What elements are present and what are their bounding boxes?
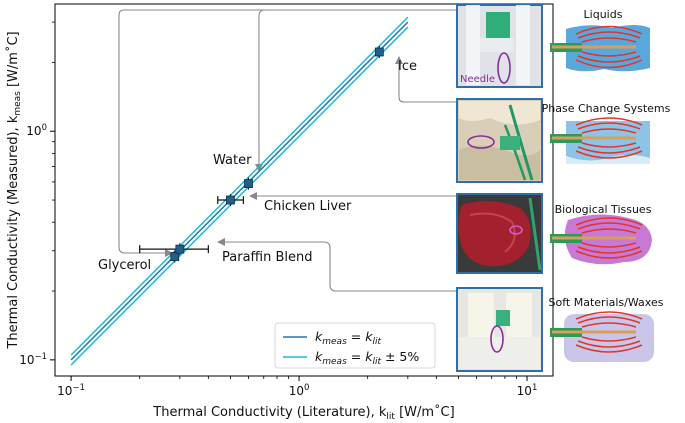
axis-ticks: 10−1 100 101 10−1 100 <box>19 21 538 398</box>
data-point-water <box>244 179 253 188</box>
data-point-chicken-liver <box>226 195 235 205</box>
photo-liquids: Needle <box>456 4 543 88</box>
point-label-water: Water <box>213 153 252 168</box>
point-labels: Glycerol Paraffin Blend Chicken Liver Wa… <box>98 59 417 273</box>
x-tick-label-1: 100 <box>289 383 310 398</box>
connector-liquids-glycerol <box>118 9 457 257</box>
point-label-liver: Chicken Liver <box>264 199 352 214</box>
schematic-biological <box>550 214 652 265</box>
schematic-liquids <box>550 25 650 72</box>
data-point-ice <box>374 47 384 57</box>
panel-title-biological: Biological Tissues <box>555 203 652 216</box>
schematic-soft-materials <box>550 311 654 362</box>
legend: kmeas = klit kmeas = klit ± 5% <box>274 322 436 369</box>
data-point-glycerol <box>170 252 180 261</box>
x-tick-label-0: 10−1 <box>57 383 85 398</box>
connector-lines <box>118 9 457 292</box>
panel-phase-change: Phase Change Systems <box>456 98 671 183</box>
plot-area <box>54 3 554 377</box>
reference-lines <box>70 16 409 366</box>
y-tick-label-1: 100 <box>26 123 47 138</box>
reference-line-band-lower <box>70 26 409 366</box>
data-points <box>139 46 384 263</box>
point-label-ice: Ice <box>398 59 417 74</box>
legend-entry-band: kmeas = klit ± 5% <box>315 349 419 367</box>
legend-entry-center: kmeas = klit <box>315 329 381 347</box>
panel-biological: Biological Tissues <box>456 193 652 274</box>
data-point-paraffin-blend <box>175 244 185 254</box>
photo-soft-materials <box>456 287 543 372</box>
legend-box <box>274 322 436 369</box>
panel-title-liquids: Liquids <box>584 8 623 21</box>
panel-soft-materials: Soft Materials/Waxes <box>456 287 664 372</box>
panel-title-phase-change: Phase Change Systems <box>542 102 671 115</box>
reference-line-band-upper <box>70 16 409 356</box>
point-label-paraffin: Paraffin Blend <box>222 250 313 265</box>
connector-phase-ice <box>395 56 457 103</box>
needle-label: Needle <box>460 74 495 85</box>
photo-phase-change <box>456 98 543 183</box>
connector-wax-paraffin <box>217 238 457 292</box>
photo-biological <box>456 193 543 274</box>
panel-title-soft-materials: Soft Materials/Waxes <box>549 296 664 309</box>
panel-liquids: Needle Liquids <box>456 4 650 88</box>
point-label-glycerol: Glycerol <box>98 258 151 273</box>
reference-line-center <box>70 21 409 361</box>
connector-liquids-water <box>255 9 457 172</box>
x-axis-label: Thermal Conductivity (Literature), klit … <box>152 404 454 422</box>
y-tick-label-0: 10−1 <box>19 352 47 367</box>
schematic-phase-change <box>550 117 650 164</box>
x-tick-label-2: 101 <box>517 383 538 398</box>
y-axis-label: Thermal Conductivity (Measured), kmeas [… <box>5 31 23 349</box>
